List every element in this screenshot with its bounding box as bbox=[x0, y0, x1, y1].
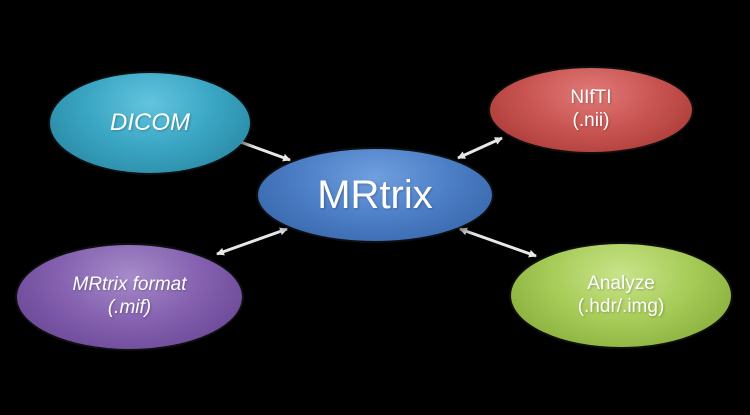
node-nifti-label: NIfTI bbox=[570, 87, 612, 109]
node-dicom-label: DICOM bbox=[110, 108, 190, 136]
node-mrtrix: MRtrix bbox=[258, 149, 492, 241]
arrow-analyze-mrtrix bbox=[459, 227, 537, 258]
node-nifti: NIfTI (.nii) bbox=[490, 68, 692, 152]
node-analyze: Analyze (.hdr/.img) bbox=[511, 244, 731, 347]
node-dicom: DICOM bbox=[50, 73, 250, 173]
node-mrtrix-label: MRtrix bbox=[317, 173, 433, 217]
node-analyze-extension: (.hdr/.img) bbox=[577, 295, 665, 317]
node-mif-label: MRtrix format bbox=[72, 274, 187, 296]
node-mif-extension: (.mif) bbox=[107, 297, 152, 318]
node-analyze-label: Analyze bbox=[587, 272, 655, 294]
node-nifti-extension: (.nii) bbox=[572, 110, 610, 131]
arrow-nifti-mrtrix bbox=[457, 136, 503, 160]
arrow-mif-mrtrix bbox=[216, 227, 288, 256]
node-mif: MRtrix format (.mif) bbox=[17, 245, 242, 349]
